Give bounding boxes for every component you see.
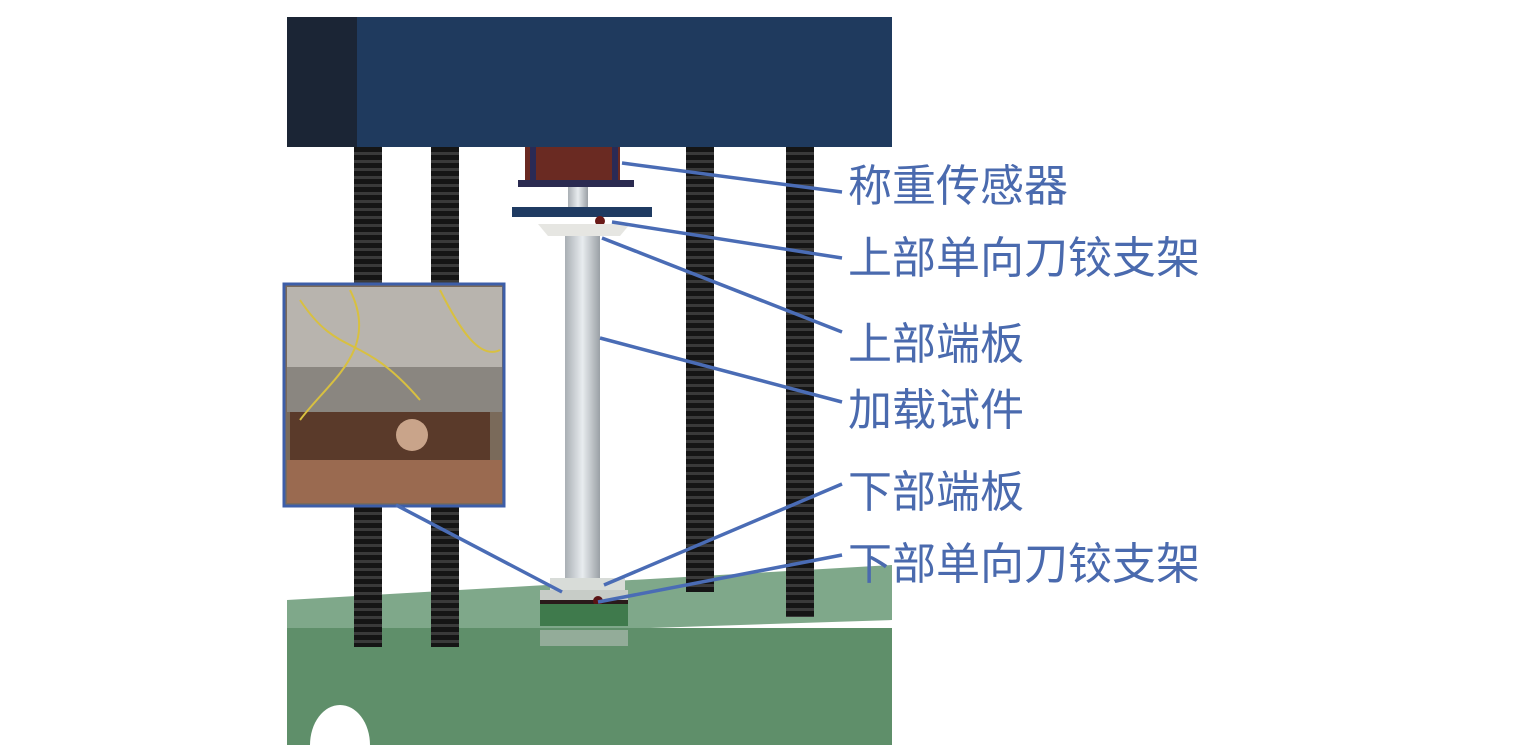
leader-lines — [395, 161, 843, 604]
label-load-cell: 称重传感器 — [848, 161, 1068, 212]
label-lower-hinge-support: 下部单向刀铰支架 — [848, 539, 1200, 590]
label-upper-end-plate: 上部端板 — [848, 319, 1024, 370]
label-lower-end-plate: 下部端板 — [848, 467, 1024, 518]
top-beam — [287, 17, 892, 147]
label-upper-hinge-support: 上部单向刀铰支架 — [848, 233, 1200, 284]
lower-assembly — [540, 578, 628, 646]
load-cell — [512, 147, 652, 236]
label-loading-specimen: 加载试件 — [848, 385, 1024, 436]
threaded-rods — [354, 147, 814, 647]
specimen-column — [565, 236, 600, 581]
inset-photo — [282, 282, 506, 508]
